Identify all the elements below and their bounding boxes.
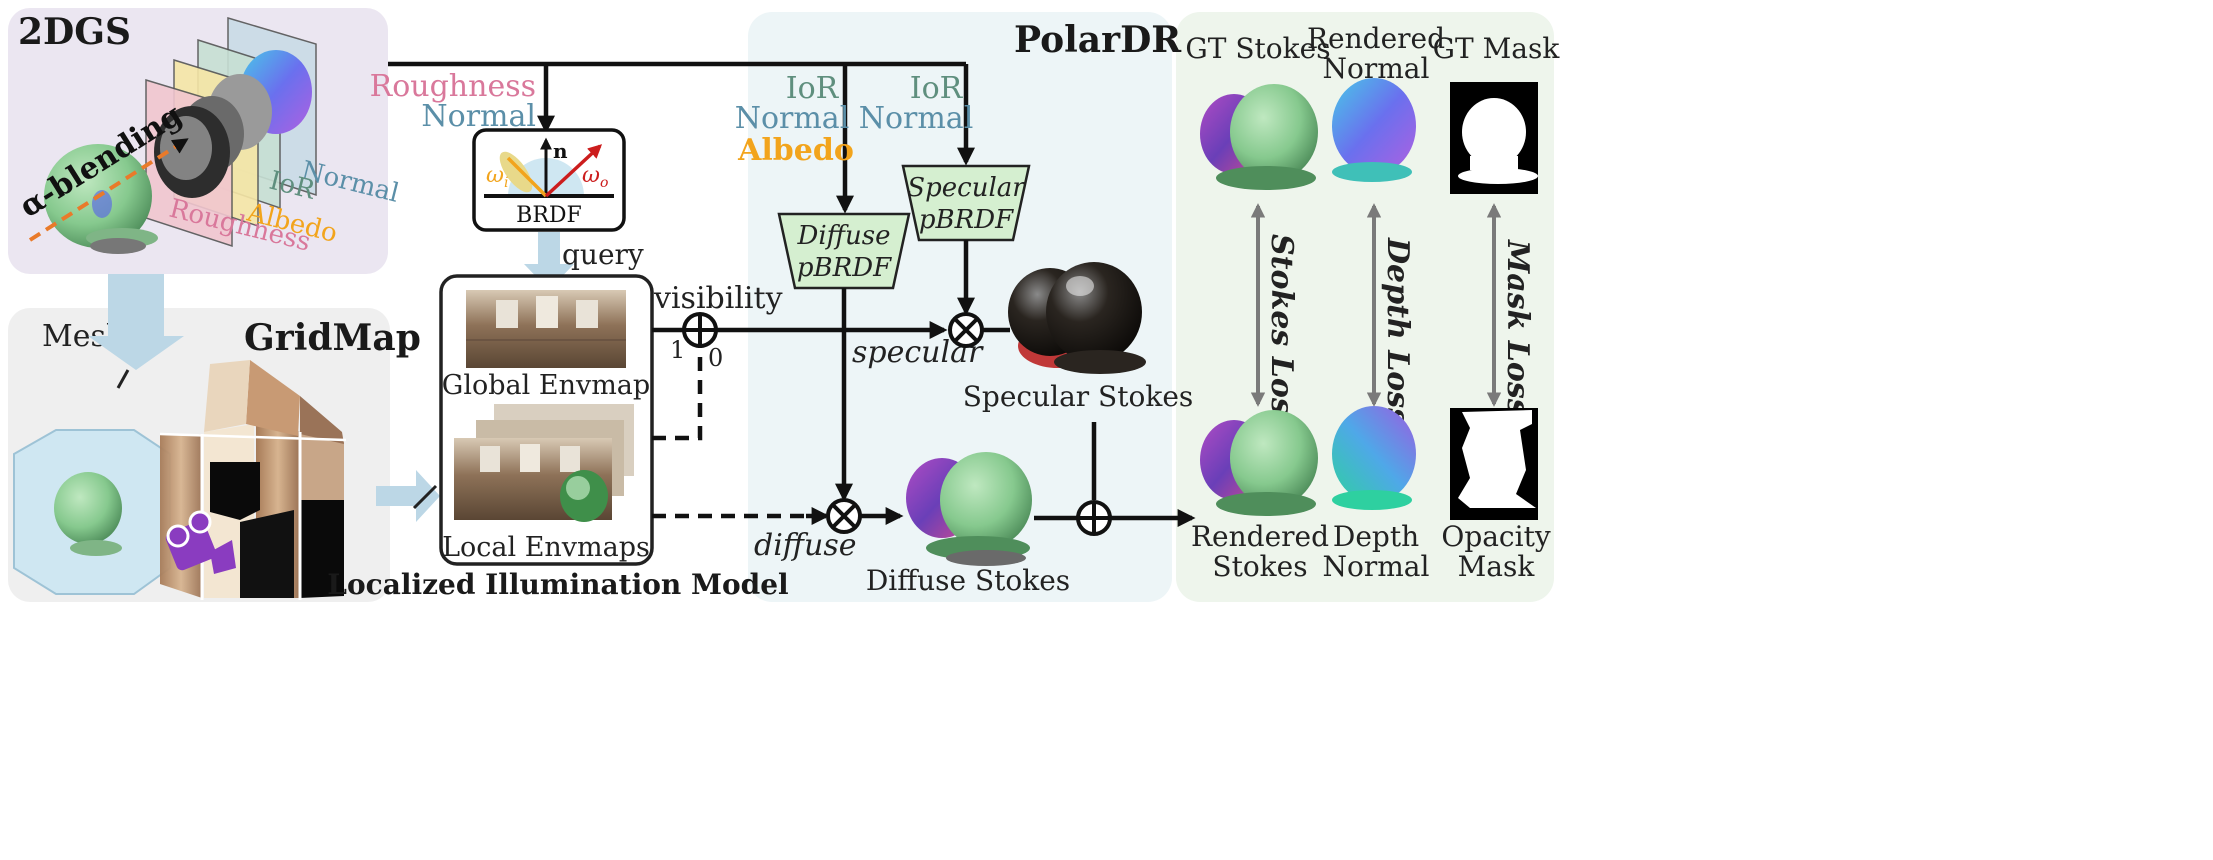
grid-room — [13, 360, 347, 600]
mesh-arrow-icon — [88, 274, 184, 370]
diffuse-label: diffuse — [754, 528, 857, 563]
diffuse-stokes-image — [906, 452, 1032, 566]
title-lim: Localized Illumination Model — [327, 568, 788, 601]
rendered-normal-image — [1332, 78, 1416, 182]
svg-text:ωo: ωo — [582, 163, 608, 191]
local-envmaps-image — [454, 404, 634, 522]
label-normal: Normal — [421, 99, 536, 134]
label-ior1: IoR — [786, 71, 840, 106]
svg-text:pBRDF: pBRDF — [919, 205, 1014, 235]
label-roughness: Roughness — [370, 69, 536, 104]
gt-stokes-label: GT Stokes — [1185, 32, 1330, 65]
gridmap-arrow-icon — [376, 470, 440, 522]
rendered-stokes-label-2: Stokes — [1212, 550, 1307, 583]
label-ior2: IoR — [910, 71, 964, 106]
diffuse-pbrdf-block: Diffuse pBRDF — [777, 212, 911, 290]
opacity-mask-image — [1450, 408, 1538, 520]
svg-text:n: n — [553, 139, 568, 163]
opacity-mask-label-1: Opacity — [1441, 520, 1550, 553]
svg-text:Specular: Specular — [907, 173, 1026, 203]
title-polardr: PolarDR — [1014, 19, 1182, 61]
depth-normal-label-2: Normal — [1323, 550, 1430, 583]
title-2dgs: 2DGS — [18, 11, 131, 53]
depth-normal-label-1: Depth — [1333, 520, 1419, 553]
wire-local-to-vis — [652, 346, 703, 441]
rendered-stokes-label-1: Rendered — [1191, 520, 1329, 553]
gt-mask-image — [1450, 82, 1538, 194]
blending-ray — [28, 138, 189, 242]
sum-node — [1076, 500, 1112, 536]
diffuse-stokes-label: Diffuse Stokes — [866, 564, 1070, 597]
label-albedo1: Albedo — [737, 133, 854, 168]
vis-zero-label: 0 — [708, 344, 723, 372]
diffuse-mul-node — [826, 498, 862, 534]
rendered-normal-label-1: Rendered — [1307, 22, 1445, 55]
stokes-loss-label: Stokes Loss — [1264, 234, 1299, 432]
depth-loss-label: Depth Loss — [1380, 237, 1415, 425]
brdf-box: n ωi ωo BRDF — [472, 128, 626, 232]
query-label: query — [562, 238, 644, 271]
visibility-label: visibility — [653, 281, 783, 316]
gt-mask-label: GT Mask — [1433, 32, 1561, 65]
global-envmap-label: Global Envmap — [442, 370, 650, 401]
specular-mul-node — [948, 312, 984, 348]
rendered-stokes-image — [1200, 410, 1318, 516]
camera-icon — [165, 510, 236, 574]
svg-text:BRDF: BRDF — [516, 203, 582, 228]
specular-pbrdf-block: Specular pBRDF — [901, 164, 1031, 242]
specular-stokes-label: Specular Stokes — [963, 380, 1194, 413]
depth-normal-image — [1332, 406, 1416, 510]
opacity-mask-label-2: Mask — [1458, 550, 1536, 583]
gt-stokes-image — [1200, 84, 1318, 190]
global-envmap-image — [466, 290, 626, 368]
vis-one-label: 1 — [670, 336, 685, 364]
title-gridmap: GridMap — [244, 317, 421, 359]
mask-loss-label: Mask Loss — [1500, 239, 1535, 416]
label-normal1: Normal — [735, 101, 850, 136]
svg-text:ωi: ωi — [486, 163, 508, 191]
label-normal2: Normal — [859, 101, 974, 136]
gaussian-layers — [44, 16, 317, 254]
vis-add-node — [682, 312, 718, 348]
svg-text:Diffuse: Diffuse — [796, 221, 890, 251]
specular-stokes-image — [1008, 262, 1146, 374]
local-envmaps-label: Local Envmaps — [442, 532, 650, 563]
svg-text:pBRDF: pBRDF — [797, 253, 892, 283]
